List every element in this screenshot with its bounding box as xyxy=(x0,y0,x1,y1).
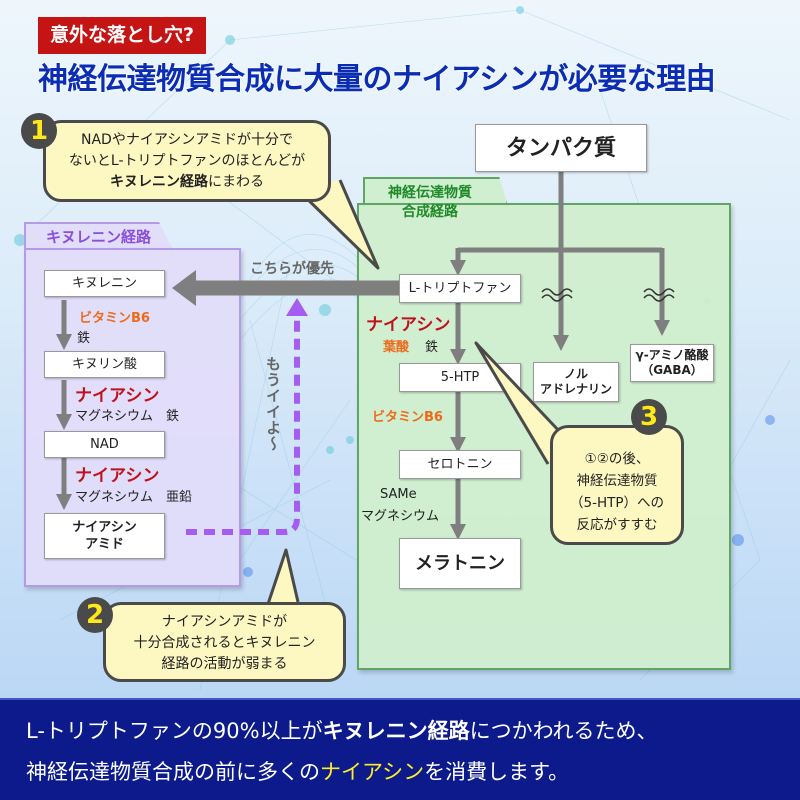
callout3-tail xyxy=(474,341,562,465)
callout-2-line2: 十分合成されるとキヌレニン xyxy=(133,635,316,651)
summary-line-1-a: L-トリプトファンの90%以上が xyxy=(26,719,323,743)
kyn-step3-niacin: ナイアシン xyxy=(75,466,160,486)
callout2-tail xyxy=(266,548,300,605)
callout-3-line4: 反応がすすむ xyxy=(576,517,658,533)
summary-line-2-a: 神経伝達物質合成の前に多くの xyxy=(26,760,320,784)
callout-3-badge: 3 xyxy=(631,399,667,435)
header-tag: 意外な落とし穴? xyxy=(38,17,206,54)
arrow-head-kynurenine xyxy=(172,270,196,306)
kyn-step1-iron: 鉄 xyxy=(77,331,91,346)
kyn-step1-vitamin-b6: ビタミンB6 xyxy=(79,311,150,326)
callout-1-line2: ないとL-トリプトファンのほとんどが xyxy=(68,153,306,169)
priority-label: こちらが優先 xyxy=(250,261,334,277)
neuro-panel-title: 神経伝達物質 合成経路 xyxy=(365,184,495,222)
neuro-step3-same: SAMe xyxy=(380,487,417,502)
neuro-panel-tab xyxy=(363,177,508,207)
neuro-panel-title-line1: 神経伝達物質 xyxy=(388,185,472,201)
node-protein: タンパク質 xyxy=(475,124,647,172)
callout-2-line3: 経路の活動が弱まる xyxy=(161,656,288,672)
summary-line-1-bold: キヌレニン経路 xyxy=(322,719,470,743)
node-niacinamide: ナイアシン アミド xyxy=(44,513,165,559)
callout1-tail xyxy=(293,179,380,270)
neuro-step1-iron: 鉄 xyxy=(425,340,439,355)
kyn-step3-cofactors: マグネシウム 亜鉛 xyxy=(75,490,193,505)
kyn-step2-niacin: ナイアシン xyxy=(75,386,160,406)
callout-1-line1: NADやナイアシンアミドが十分で xyxy=(81,132,293,148)
callout-1-badge: 1 xyxy=(21,113,57,149)
neuro-step1-niacin: ナイアシン xyxy=(366,315,451,335)
node-nad: NAD xyxy=(44,431,165,458)
neuro-step1-folate: 葉酸 xyxy=(383,340,410,355)
node-gaba: γ-アミノ酪酸 （GABA） xyxy=(630,344,714,382)
summary-line-1-b: につかわれるため、 xyxy=(469,719,658,743)
page-title: 神経伝達物質合成に大量のナイアシンが必要な理由 xyxy=(38,62,716,97)
neuro-step3-magnesium: マグネシウム xyxy=(361,509,440,524)
node-noradrenaline: ノル アドレナリン xyxy=(533,362,619,402)
node-kynurenic-acid: キヌリン酸 xyxy=(44,351,165,378)
callout-2-badge: 2 xyxy=(77,597,113,633)
summary-line-2-b: を消費します。 xyxy=(424,760,570,784)
callout-2-line1: ナイアシンアミドが xyxy=(161,614,288,630)
kynurenine-panel-title: キヌレニン経路 xyxy=(46,228,152,246)
summary-banner xyxy=(0,698,800,800)
callout-3-line1: ①②の後、 xyxy=(584,451,650,467)
callout-3-line2: 神経伝達物質 xyxy=(576,473,658,489)
node-kynurenine: キヌレニン xyxy=(44,270,165,297)
callout-2: ナイアシンアミドが 十分合成されるとキヌレニン 経路の活動が弱まる xyxy=(103,602,346,682)
summary-line-2: 神経伝達物質合成の前に多くのナイアシンを消費します。 xyxy=(26,756,786,786)
summary-line-1: L-トリプトファンの90%以上がキヌレニン経路につかわれるため、 xyxy=(26,715,786,745)
callout-1-line3-bold: キヌレニン経路 xyxy=(110,174,208,190)
neuro-step2-vitamin-b6: ビタミンB6 xyxy=(372,410,443,425)
callout-3: ①②の後、 神経伝達物質 （5-HTP）への 反応がすすむ xyxy=(550,425,684,545)
node-l-tryptophan: L-トリプトファン xyxy=(399,274,521,303)
callout-1-line3-rest: にまわる xyxy=(208,174,264,190)
kyn-step2-cofactors: マグネシウム 鉄 xyxy=(75,409,180,424)
callout-1-line3: キヌレニン経路にまわる xyxy=(46,172,328,193)
wave-break-symbols xyxy=(541,288,675,302)
node-serotonin: セロトニン xyxy=(399,450,521,479)
summary-line-2-highlight: ナイアシン xyxy=(320,760,425,784)
feedback-label: もうイイよ～ xyxy=(264,356,282,452)
callout-1: NADやナイアシンアミドが十分で ないとL-トリプトファンのほとんどが キヌレニ… xyxy=(43,120,331,202)
neuro-panel-title-line2: 合成経路 xyxy=(402,204,458,220)
feedback-arrow-head xyxy=(286,298,308,316)
callout-3-line3: （5-HTP）への xyxy=(570,495,664,511)
feedback-dashed-arrow xyxy=(186,318,300,535)
node-melatonin: メラトニン xyxy=(399,538,521,589)
